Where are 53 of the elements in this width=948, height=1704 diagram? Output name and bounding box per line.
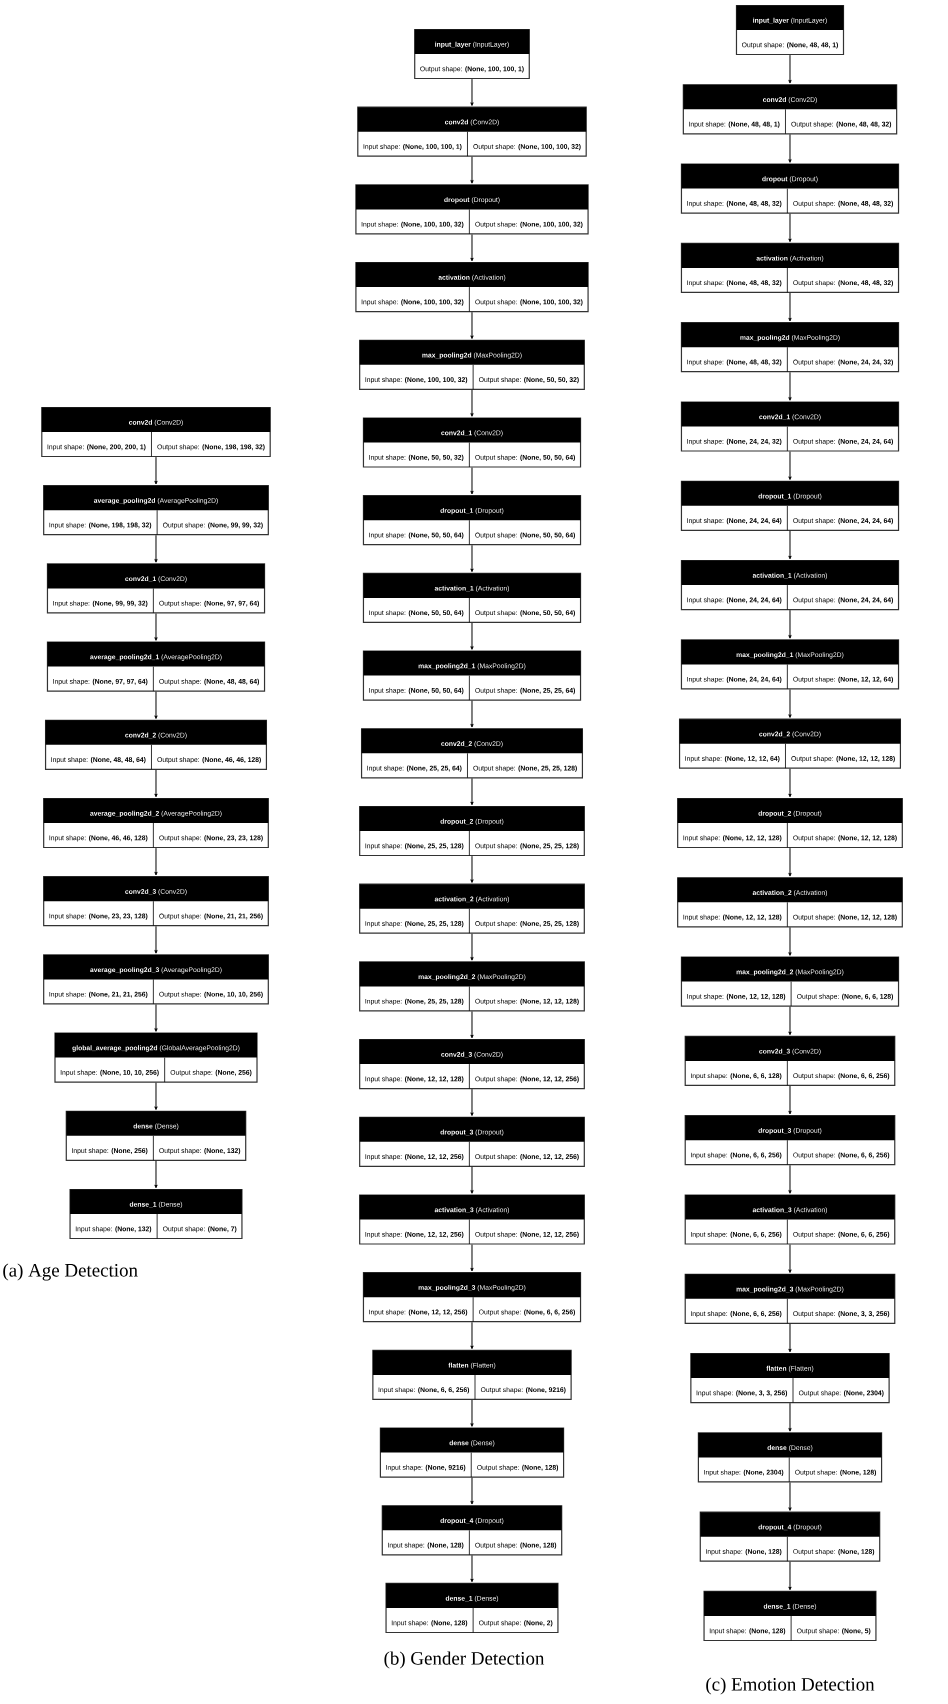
arrow: [470, 933, 474, 961]
arrow: [788, 1164, 792, 1194]
arrow: [788, 609, 792, 639]
arrow: [154, 847, 158, 876]
arrow: [470, 1321, 474, 1350]
arrow: [788, 1244, 792, 1273]
arrow: [154, 769, 158, 798]
arrow: [788, 689, 792, 718]
arrow: [470, 544, 474, 573]
arrow: [470, 1244, 474, 1272]
arrow: [470, 1399, 474, 1427]
arrow: [788, 926, 792, 956]
arrow: [470, 156, 474, 184]
arrow: [154, 1004, 158, 1032]
arrow: [470, 234, 474, 262]
caption: (c) Emotion Detection: [706, 1677, 875, 1695]
arrow: [154, 925, 158, 954]
arrow: [470, 855, 474, 883]
arrow: [788, 54, 792, 84]
arrow: [788, 1006, 792, 1036]
arrow: [154, 1160, 158, 1189]
arrow: [154, 1082, 158, 1110]
arrow: [788, 847, 792, 877]
arrow: [788, 451, 792, 480]
arrow: [154, 534, 158, 563]
arrow: [470, 700, 474, 728]
arrow: [470, 1011, 474, 1039]
arrow: [788, 1085, 792, 1115]
arrow: [788, 292, 792, 322]
arrow: [470, 622, 474, 650]
arrow: [470, 1166, 474, 1194]
arrow: [154, 456, 158, 485]
arrow: [788, 213, 792, 243]
arrow: [154, 613, 158, 641]
arrow: [470, 1554, 474, 1583]
arrow: [470, 1088, 474, 1116]
arrow: [470, 389, 474, 417]
arrow: [154, 691, 158, 719]
arrow: [788, 530, 792, 560]
caption: (b) Gender Detection: [384, 1651, 545, 1669]
arrow: [470, 777, 474, 806]
arrow: [470, 467, 474, 495]
arrow: [470, 311, 474, 339]
arrow: [788, 1323, 792, 1353]
arrow: [788, 1561, 792, 1591]
arrow: [788, 133, 792, 163]
arrow: [788, 768, 792, 798]
arrow: [788, 1402, 792, 1432]
caption: (a) Age Detection: [3, 1263, 138, 1281]
arrow: [788, 371, 792, 401]
arrow: [470, 78, 474, 106]
arrow: [470, 1477, 474, 1505]
arrow: [788, 1482, 792, 1511]
